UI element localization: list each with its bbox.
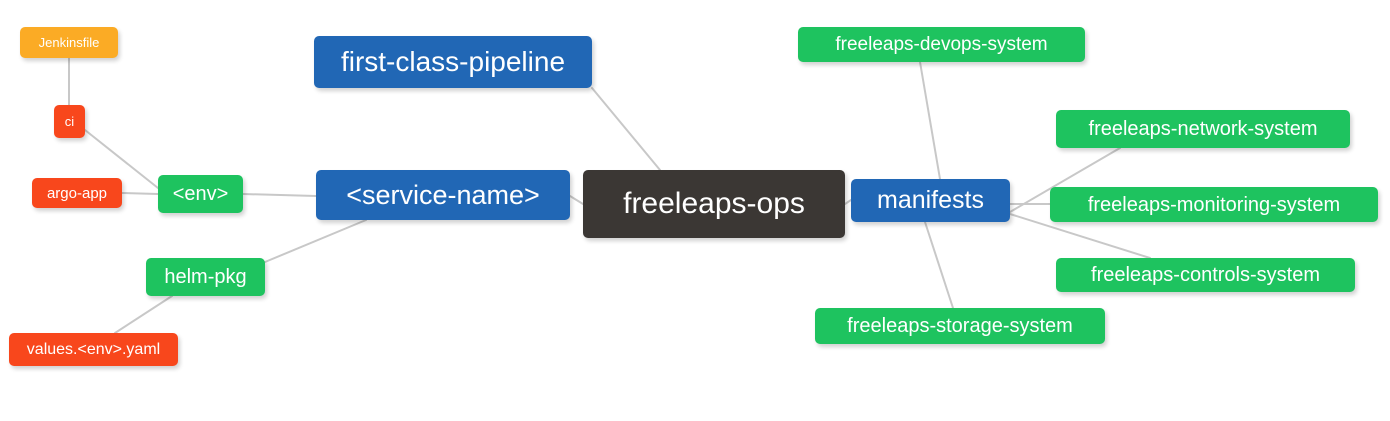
node-label-helm-pkg: helm-pkg	[164, 266, 247, 288]
node-label-monitoring: freeleaps-monitoring-system	[1087, 193, 1341, 216]
node-helm-pkg[interactable]: helm-pkg	[146, 258, 265, 296]
node-label-ci: ci	[64, 114, 75, 129]
node-label-argo-app: argo-app	[46, 184, 108, 202]
node-label-env: <env>	[172, 183, 229, 205]
node-label-values-yaml: values.<env>.yaml	[26, 340, 161, 358]
edge-root-to-service-name	[569, 195, 584, 205]
node-controls[interactable]: freeleaps-controls-system	[1056, 258, 1355, 292]
edge-service-name-to-env	[242, 193, 317, 197]
node-pipeline[interactable]: first-class-pipeline	[314, 36, 592, 88]
node-storage[interactable]: freeleaps-storage-system	[815, 308, 1105, 344]
node-ci[interactable]: ci	[54, 105, 85, 138]
edge-manifests-to-devops	[919, 61, 941, 180]
node-values-yaml[interactable]: values.<env>.yaml	[9, 333, 178, 366]
node-label-service-name: <service-name>	[346, 179, 540, 210]
edge-manifests-to-storage	[924, 221, 954, 309]
edge-root-to-pipeline	[591, 87, 661, 171]
node-monitoring[interactable]: freeleaps-monitoring-system	[1050, 187, 1378, 222]
node-label-controls: freeleaps-controls-system	[1091, 264, 1320, 286]
node-manifests[interactable]: manifests	[851, 179, 1010, 222]
node-devops[interactable]: freeleaps-devops-system	[798, 27, 1085, 62]
node-root[interactable]: freeleaps-ops	[583, 170, 845, 238]
edge-env-to-argo-app	[121, 192, 159, 195]
node-label-manifests: manifests	[877, 186, 984, 214]
node-label-network: freeleaps-network-system	[1088, 118, 1318, 140]
node-label-devops: freeleaps-devops-system	[835, 34, 1048, 55]
node-network[interactable]: freeleaps-network-system	[1056, 110, 1350, 148]
node-label-storage: freeleaps-storage-system	[847, 315, 1073, 337]
node-env[interactable]: <env>	[158, 175, 243, 213]
node-label-jenkinsfile: Jenkinsfile	[38, 35, 100, 50]
node-label-pipeline: first-class-pipeline	[340, 46, 566, 77]
node-service-name[interactable]: <service-name>	[316, 170, 570, 220]
edge-service-name-to-helm-pkg	[264, 219, 367, 263]
node-argo-app[interactable]: argo-app	[32, 178, 122, 208]
edge-helm-pkg-to-values-yaml	[114, 295, 173, 334]
node-jenkinsfile[interactable]: Jenkinsfile	[20, 27, 118, 58]
node-label-root: freeleaps-ops	[623, 187, 805, 220]
